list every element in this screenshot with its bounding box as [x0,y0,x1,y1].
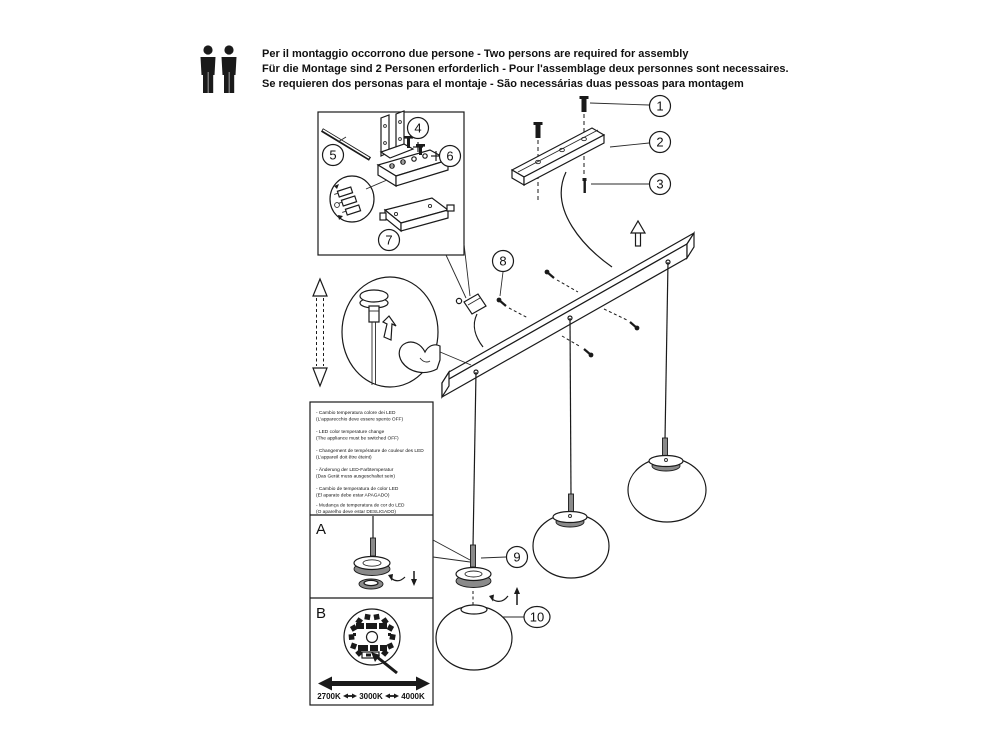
svg-text:3: 3 [656,177,663,192]
temperature-range-arrow [318,676,430,691]
temp-4000k: 4000K [401,692,425,701]
connector-magnifier [329,175,388,223]
ceiling-mount [510,96,613,268]
note-pt-1: - Mudança de temperatura de cor do LED [316,503,405,509]
svg-text:9: 9 [513,550,520,565]
pendant-exploded [435,371,520,671]
callout-9: 9 [480,545,529,569]
section-b: B [316,605,430,701]
svg-text:4: 4 [414,121,421,136]
panel-leader-line [432,556,471,563]
ceiling-cap [359,289,389,385]
callout-2: 2 [609,130,672,154]
note-fr-1: - Changement de température de couleur d… [316,448,424,454]
svg-text:7: 7 [385,233,392,248]
power-cable [560,171,613,268]
temp-3000k: 3000K [359,692,383,701]
push-up-arrow [381,315,397,341]
note-en-2: (The appliance must be switched OFF) [316,436,399,442]
height-double-arrow [312,277,328,388]
cable-connector [455,293,487,348]
note-fr-2: (L'appareil doit être éteint) [316,455,372,461]
led-notes: - Cambio temperatura colore dei LED (L'a… [316,410,424,515]
section-a: A [316,516,417,590]
svg-text:1: 1 [656,99,663,114]
note-es-1: - Cambio de temperatura de color LED [316,486,399,492]
pendants [435,261,707,671]
callout-4: 4 [406,116,430,152]
note-en-1: - LED color temperature change [316,429,385,435]
callout-6: 6 [431,144,462,168]
note-de-1: - Änderung der LED-Farbtemperatur [316,466,394,473]
header-line-3: Se requieren dos personas para el montaj… [262,78,744,90]
instruction-panel: - Cambio temperatura colore dei LED (L'a… [309,401,471,706]
svg-text:10: 10 [530,610,544,625]
wall-anchor [533,96,589,138]
glass-globe [435,605,513,671]
led-module [343,608,401,675]
note-es-2: (El aparato debe estar APAGADO) [316,493,390,499]
hand-icon [398,341,441,374]
rotate-arrow [491,595,509,602]
detail-leader-line [463,243,471,297]
bar-left-end [441,369,450,400]
note-it-2: (L'apparecchio deve essere spento OFF) [316,417,403,423]
terminal-block [376,136,450,188]
note-it-1: - Cambio temperatura colore dei LED [316,410,396,416]
callout-7: 7 [377,228,401,252]
bar-front-face [441,242,688,399]
note-pt-2: (O aparelho deve estar DESLIGADO) [316,509,396,515]
bar-end-face [686,230,695,261]
hardware-detail-box [317,110,471,299]
svg-text:2: 2 [656,135,663,150]
bar-screw [496,269,640,358]
callout-1: 1 [589,94,672,118]
suspension-bar [441,219,695,400]
svg-text:5: 5 [329,148,336,163]
two-persons-icon [200,45,237,93]
pendant-right [627,261,707,523]
callout-10: 10 [502,605,551,629]
ceiling-bracket [510,127,606,187]
svg-text:6: 6 [446,149,453,164]
pendant-middle [532,317,610,579]
lift-up-arrow [629,219,647,247]
temperature-labels: 2700K 3000K 4000K [317,692,425,701]
supply-cable [320,128,372,161]
header-line-1: Per il montaggio occorrono due persone -… [262,48,689,60]
note-de-2: (Das Gerät muss ausgeschaltet sein) [316,474,395,480]
callout-5: 5 [321,143,345,167]
section-a-label: A [316,521,326,538]
panel-leader-line [432,539,471,561]
mounting-screw [582,178,587,193]
callouts: 1 2 3 4 5 6 7 [321,94,672,629]
height-adjust-detail [312,276,472,388]
callout-3: 3 [591,172,672,196]
temp-2700k: 2700K [317,692,341,701]
header-line-2: Für die Montage sind 2 Personen erforder… [262,63,789,75]
globe-holder-disc [455,566,492,582]
header: Per il montaggio occorrono due persone -… [200,45,789,93]
globe-opening [460,604,488,615]
section-b-label: B [316,605,326,622]
driver-box [379,197,455,233]
callout-8: 8 [491,249,515,297]
svg-text:8: 8 [499,254,506,269]
detail-leader-line [445,254,467,299]
mounting-bracket-plate [379,110,415,159]
